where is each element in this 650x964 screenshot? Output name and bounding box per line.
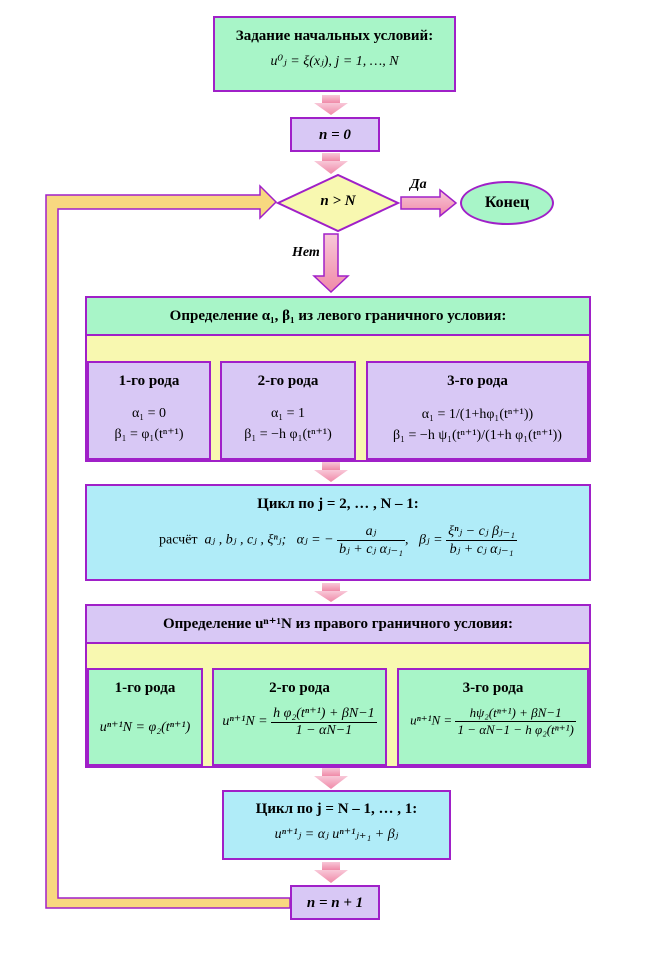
arrow-backward-to-increment — [314, 862, 348, 883]
right-kind-2-numerator: h φ₂(tⁿ⁺¹) + βN−1 — [271, 706, 377, 723]
arrow-yes-branch — [400, 188, 458, 218]
right-kind-3-lhs: uⁿ⁺¹N = — [410, 712, 453, 728]
right-boundary-header: Определение uⁿ⁺¹N из правого граничного … — [85, 604, 591, 644]
end-label: Конец — [484, 194, 530, 211]
right-kind-1-formula: uⁿ⁺¹N = φ₂(tⁿ⁺¹) — [89, 719, 201, 736]
arrow-init-to-n0 — [314, 95, 348, 115]
left-kind-3-line1: α₁ = 1/(1+hφ₁(tⁿ⁺¹)) — [421, 407, 534, 422]
increment-label: n = n + 1 — [306, 895, 364, 911]
no-label: Нет — [292, 245, 320, 260]
init-formula: u⁰ⱼ = ξ(xⱼ), j = 1, …, N — [270, 54, 399, 69]
arrow-no-branch — [312, 233, 350, 294]
right-kind-3-box: 3-го рода uⁿ⁺¹N = hψ₂(tⁿ⁺¹) + βN−1 1 − α… — [397, 668, 589, 766]
n-zero-box: n = 0 — [290, 117, 380, 152]
right-kind-3-fraction: hψ₂(tⁿ⁺¹) + βN−1 1 − αN−1 − h φ₂(tⁿ⁺¹) — [455, 705, 576, 738]
calc-vars: aⱼ , bⱼ , cⱼ , ξⁿⱼ; — [204, 532, 287, 548]
left-kind-1-box: 1-го рода α₁ = 0 β₁ = φ₁(tⁿ⁺¹) — [87, 361, 211, 460]
left-boundary-header: Определение α₁, β₁ из левого граничного … — [85, 296, 591, 336]
forward-loop-box: Цикл по j = 2, … , N – 1: расчёт aⱼ , bⱼ… — [85, 484, 591, 581]
beta-fraction: ξⁿⱼ − cⱼ βⱼ₋₁ bⱼ + cⱼ αⱼ₋₁ — [446, 523, 517, 558]
right-kind-2-label: 2-го рода — [269, 680, 330, 696]
left-kind-2-line2: β₁ = −h φ₁(tⁿ⁺¹) — [244, 427, 332, 442]
decision-condition: n > N — [320, 193, 356, 209]
left-kind-1-line1: α₁ = 0 — [131, 406, 167, 421]
arrow-left-to-forward — [314, 462, 348, 482]
n-zero-label: n = 0 — [319, 127, 351, 143]
left-kind-2-box: 2-го рода α₁ = 1 β₁ = −h φ₁(tⁿ⁺¹) — [220, 361, 356, 460]
alpha-fraction: aⱼ bⱼ + cⱼ αⱼ₋₁ — [337, 523, 405, 558]
alpha-numerator: aⱼ — [337, 523, 405, 541]
alpha-denominator: bⱼ + cⱼ αⱼ₋₁ — [339, 542, 403, 557]
forward-loop-formula: расчёт aⱼ , bⱼ , cⱼ , ξⁿⱼ; αⱼ = − aⱼ bⱼ … — [159, 523, 517, 558]
left-boundary-title: Определение α₁, β₁ из левого граничного … — [169, 308, 507, 324]
backward-loop-box: Цикл по j = N – 1, … , 1: uⁿ⁺¹ⱼ = αⱼ uⁿ⁺… — [222, 790, 451, 860]
beta-lhs: βⱼ = — [418, 532, 443, 548]
right-kind-2-denominator: 1 − αN−1 — [295, 723, 353, 738]
yes-label: Да — [410, 177, 427, 192]
end-oval: Конец — [460, 181, 554, 225]
calc-word: расчёт — [159, 532, 198, 548]
right-kind-1-box: 1-го рода uⁿ⁺¹N = φ₂(tⁿ⁺¹) — [87, 668, 203, 766]
right-boundary-title: Определение uⁿ⁺¹N из правого граничного … — [162, 616, 514, 632]
left-kind-3-line2: β₁ = −h ψ₁(tⁿ⁺¹)/(1+h φ₁(tⁿ⁺¹)) — [393, 428, 562, 443]
right-kind-2-lhs: uⁿ⁺¹N = — [222, 714, 268, 730]
left-kind-1-label: 1-го рода — [118, 373, 180, 389]
right-kind-3-denominator: 1 − αN−1 − h φ₂(tⁿ⁺¹) — [457, 722, 574, 737]
beta-denominator: bⱼ + cⱼ αⱼ₋₁ — [449, 542, 514, 557]
beta-numerator: ξⁿⱼ − cⱼ βⱼ₋₁ — [446, 524, 517, 541]
right-kind-3-numerator: hψ₂(tⁿ⁺¹) + βN−1 — [455, 705, 576, 722]
left-kind-3-box: 3-го рода α₁ = 1/(1+hφ₁(tⁿ⁺¹)) β₁ = −h ψ… — [366, 361, 589, 460]
backward-loop-title: Цикл по j = N – 1, … , 1: — [255, 801, 418, 817]
right-kind-1-label: 1-го рода — [114, 680, 176, 696]
arrow-forward-to-right — [314, 583, 348, 602]
right-kind-1-rhs: φ₂(tⁿ⁺¹) — [148, 720, 191, 735]
right-kind-1-lhs: uⁿ⁺¹N = — [99, 720, 145, 735]
right-kind-2-box: 2-го рода uⁿ⁺¹N = h φ₂(tⁿ⁺¹) + βN−1 1 − … — [212, 668, 387, 766]
left-kind-2-label: 2-го рода — [257, 373, 319, 389]
arrow-n0-to-decision — [314, 153, 348, 174]
alpha-lhs: αⱼ = − — [296, 532, 334, 548]
forward-loop-title: Цикл по j = 2, … , N – 1: — [257, 496, 419, 512]
left-kind-3-label: 3-го рода — [447, 373, 508, 389]
arrow-right-to-backward — [314, 768, 348, 789]
backward-loop-formula: uⁿ⁺¹ⱼ = αⱼ uⁿ⁺¹ⱼ₊₁ + βⱼ — [274, 827, 399, 842]
left-kind-2-line1: α₁ = 1 — [270, 406, 306, 421]
right-kind-3-formula: uⁿ⁺¹N = hψ₂(tⁿ⁺¹) + βN−1 1 − αN−1 − h φ₂… — [399, 705, 587, 738]
init-conditions-box: Задание начальных условий: u⁰ⱼ = ξ(xⱼ), … — [213, 16, 456, 92]
right-kind-2-formula: uⁿ⁺¹N = h φ₂(tⁿ⁺¹) + βN−1 1 − αN−1 — [214, 705, 385, 739]
right-kind-2-fraction: h φ₂(tⁿ⁺¹) + βN−1 1 − αN−1 — [271, 705, 377, 739]
left-kind-1-line2: β₁ = φ₁(tⁿ⁺¹) — [114, 427, 184, 442]
init-title: Задание начальных условий: — [235, 28, 434, 44]
increment-box: n = n + 1 — [290, 885, 380, 920]
right-kind-3-label: 3-го рода — [462, 680, 524, 696]
